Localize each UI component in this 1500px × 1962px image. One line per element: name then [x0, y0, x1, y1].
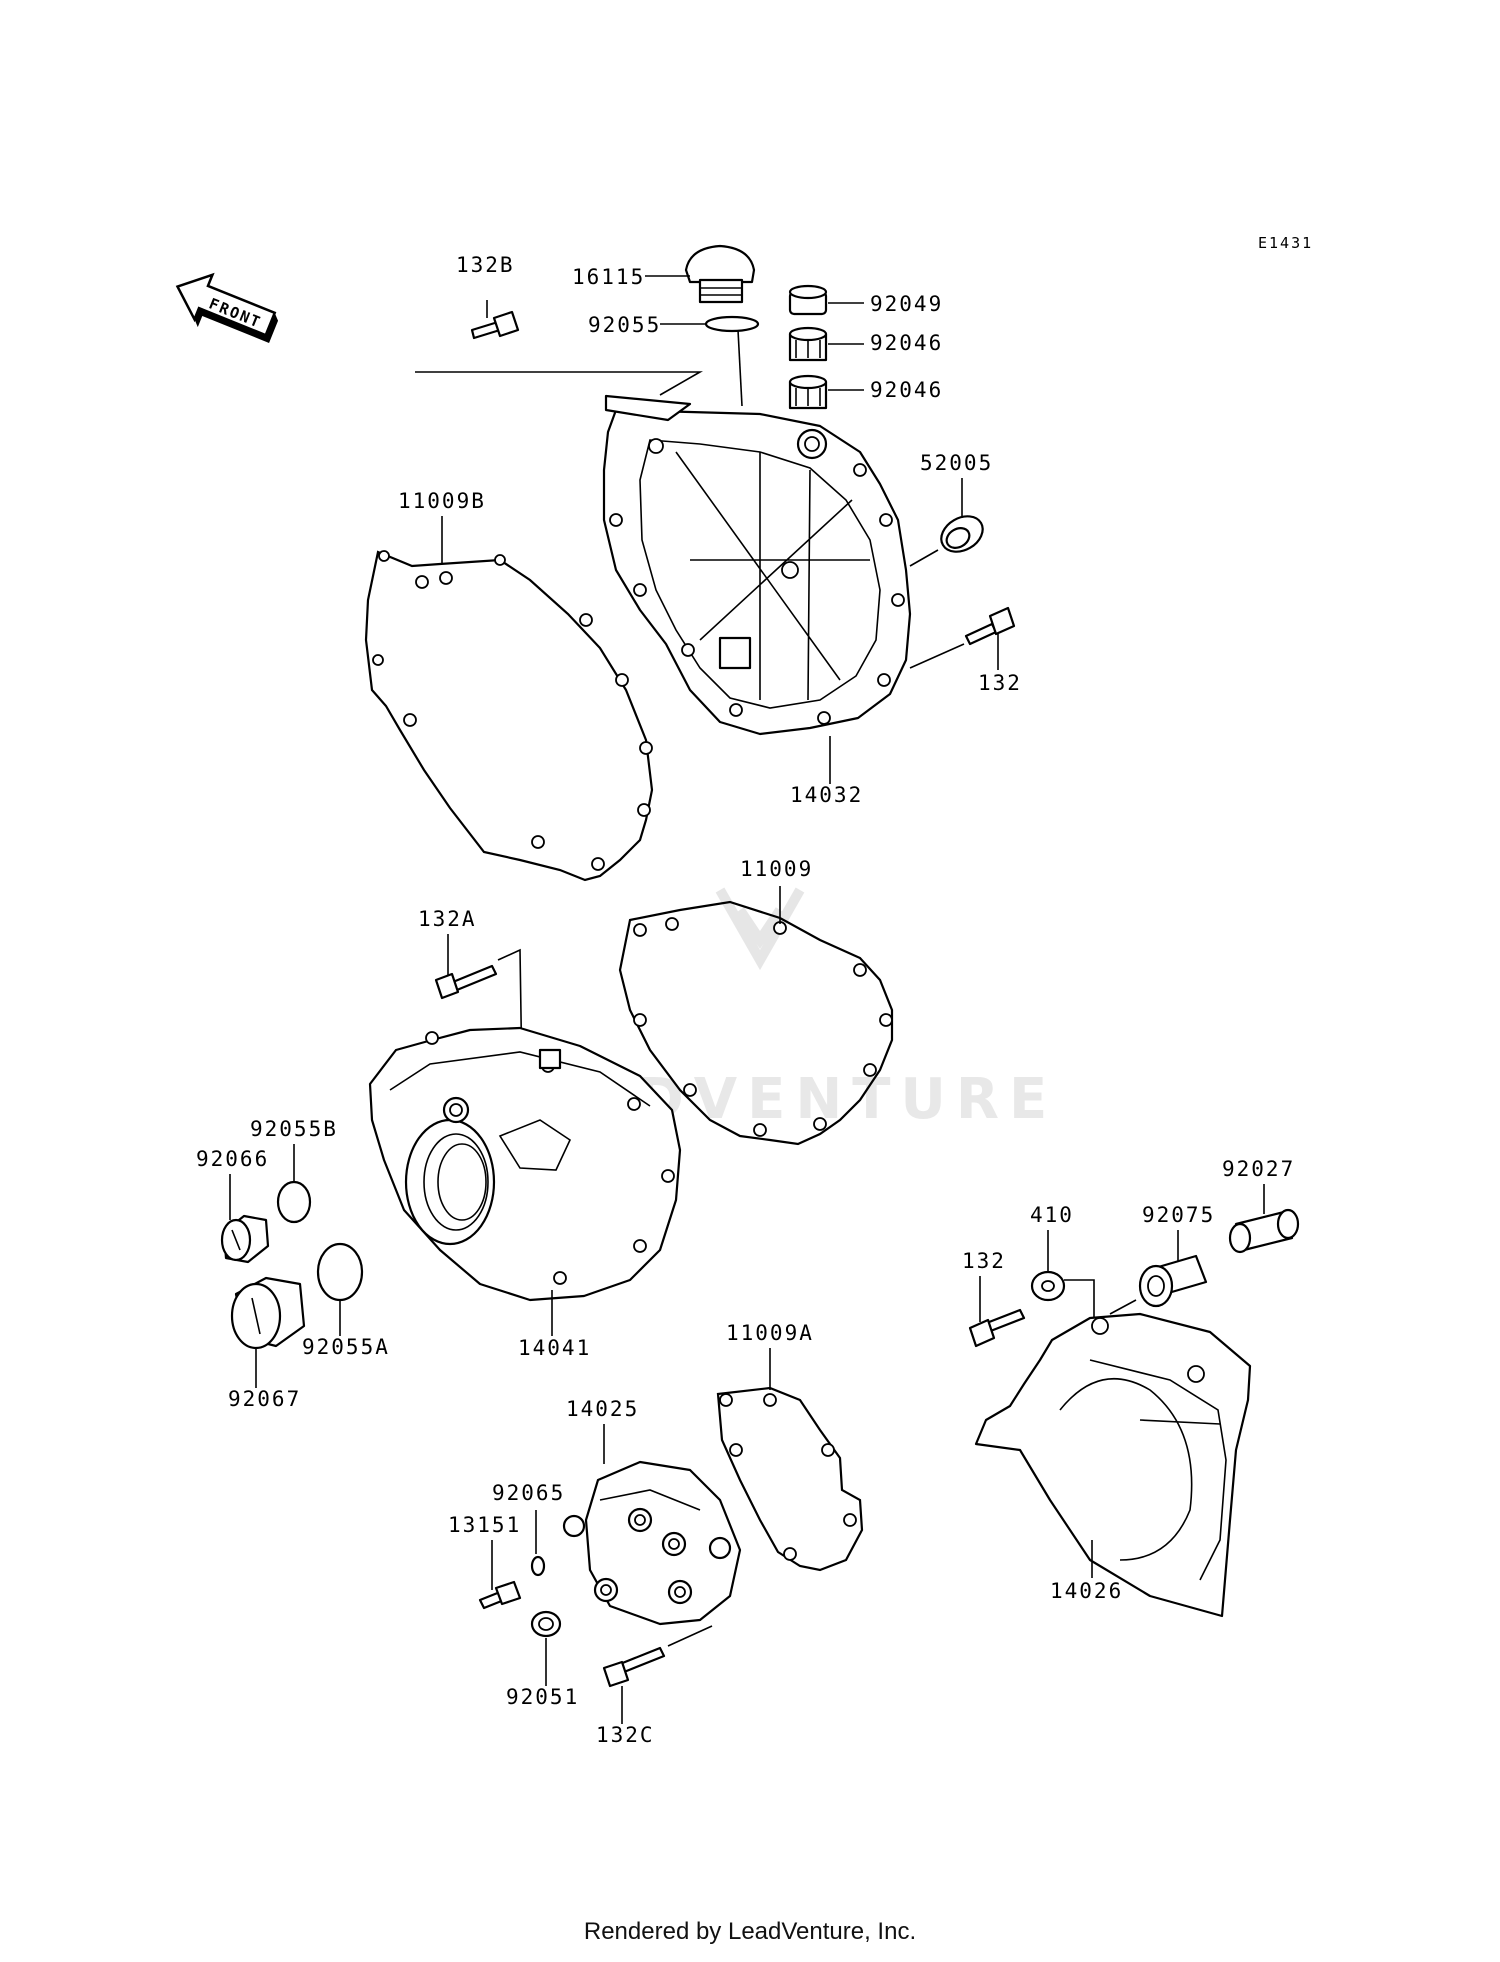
oil-seal-92049: [788, 284, 828, 316]
label-92027: 92027: [1222, 1157, 1295, 1181]
o-ring-92055b: [276, 1180, 312, 1224]
o-ring-92065: [530, 1555, 546, 1577]
seal-92051: [530, 1610, 562, 1638]
cover-14025: [562, 1460, 742, 1626]
label-132a: 132A: [418, 907, 477, 931]
needle-bearing-92046-b: [788, 374, 828, 410]
label-92055b: 92055B: [250, 1117, 338, 1141]
oil-filler-cap-16115: [684, 244, 756, 304]
label-14025: 14025: [566, 1397, 639, 1421]
label-132b: 132B: [456, 253, 515, 277]
label-132-top: 132: [978, 671, 1022, 695]
label-92046-a: 92046: [870, 331, 943, 355]
gasket-11009b-holes: [372, 550, 653, 871]
label-16115: 16115: [572, 265, 645, 289]
sprocket-cover-14026: [974, 1312, 1252, 1618]
leader-132b: [415, 371, 703, 396]
collar-92075: [1138, 1254, 1208, 1308]
front-arrow-icon: FRONT: [175, 272, 279, 343]
bolt-132b: [470, 300, 520, 340]
label-11009b: 11009B: [398, 489, 486, 513]
plug-92066: [220, 1214, 270, 1264]
label-132c: 132C: [596, 1723, 655, 1747]
label-92055a: 92055A: [302, 1335, 390, 1359]
clutch-cover-14032: [602, 394, 912, 736]
label-52005: 52005: [920, 451, 993, 475]
bolt-132c: [602, 1646, 666, 1688]
label-11009: 11009: [740, 857, 813, 881]
gasket-11009-holes: [633, 917, 893, 1137]
label-92046-b: 92046: [870, 378, 943, 402]
o-ring-92055a: [316, 1242, 364, 1302]
gasket-11009a: [716, 1386, 864, 1572]
label-92075: 92075: [1142, 1203, 1215, 1227]
bolt-132-right: [968, 1308, 1026, 1348]
bolt-132a: [434, 964, 498, 1000]
label-92066: 92066: [196, 1147, 269, 1171]
collar-92027: [1228, 1208, 1300, 1254]
label-92065: 92065: [492, 1481, 565, 1505]
label-92049: 92049: [870, 292, 943, 316]
gasket-11009a-holes: [719, 1393, 857, 1561]
generator-cover-14041: [368, 1026, 682, 1302]
label-410: 410: [1030, 1203, 1074, 1227]
label-92055: 92055: [588, 313, 661, 337]
label-11009a: 11009A: [726, 1321, 814, 1345]
o-ring-92055: [704, 315, 760, 333]
gasket-11009b: [364, 550, 654, 882]
label-14032: 14032: [790, 783, 863, 807]
seal-52005: [940, 515, 984, 553]
label-13151: 13151: [448, 1513, 521, 1537]
label-14041: 14041: [518, 1336, 591, 1360]
footer-credit: Rendered by LeadVenture, Inc.: [583, 1918, 917, 1945]
label-92051: 92051: [506, 1685, 579, 1709]
screw-13151: [478, 1580, 522, 1610]
label-132-right: 132: [962, 1249, 1006, 1273]
bolt-132-top: [964, 606, 1016, 646]
plug-92067: [230, 1276, 306, 1350]
gasket-11009: [618, 900, 894, 1146]
label-14026: 14026: [1050, 1579, 1123, 1603]
label-92067: 92067: [228, 1387, 301, 1411]
diagram-code: E1431: [1258, 234, 1313, 252]
needle-bearing-92046-a: [788, 326, 828, 362]
